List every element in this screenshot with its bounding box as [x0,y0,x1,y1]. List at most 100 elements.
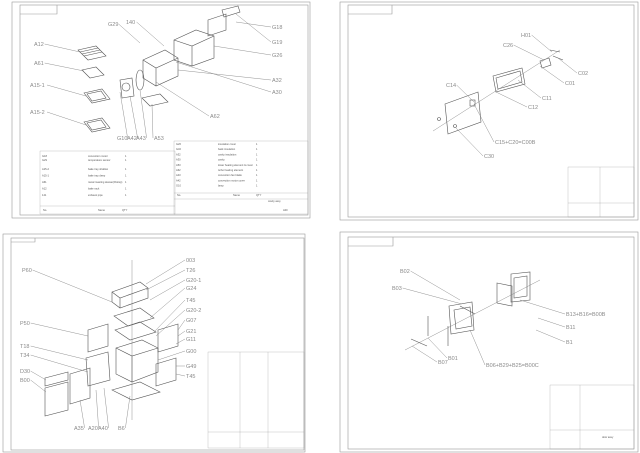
callout-b03: B03 [392,286,402,292]
callout-b1: B1 [566,340,573,346]
leader-line [30,345,89,361]
drawing-title: door assy [602,435,614,439]
callout-p50: P50 [20,321,30,327]
leader-line [539,65,565,84]
drawing-code: A00 [283,208,288,212]
callout-a32: A32 [272,78,282,84]
leader-line [455,127,484,157]
leader-line [411,345,438,363]
drawing-title: cavity assy [268,199,281,203]
bom-qty: 1 [125,167,127,171]
callout-g07: G07 [186,318,196,324]
bom-no: G10 [176,184,181,188]
leader-line [30,379,47,393]
leader-line [145,259,186,285]
leader-line [136,21,165,47]
bom-no: A15-1 [42,174,49,178]
callout-c26: C26 [503,43,513,49]
leader-line [151,103,154,139]
bom-header-name: Name [233,193,240,197]
sheet-oven-assy [2,233,306,453]
bom-name: lower heating element & cover [218,163,253,167]
leader-line [79,399,85,429]
callout-g11: G11 [186,337,196,343]
callout-c30: C30 [484,154,494,160]
bom-header-qty: QTY [256,193,262,197]
bom-qty: 1 [256,152,258,156]
callout-t45: T45 [186,374,195,380]
bom-no: G29 [42,158,47,162]
bom-qty: 1 [256,173,258,177]
control-panel-bom [567,166,635,218]
bom-no: A30 [176,158,181,162]
leader-line [145,269,186,291]
callout-a35: A35 [74,426,84,432]
callout-g49: G49 [186,364,196,370]
leader-line [531,34,553,53]
leader-line [149,279,186,301]
leader-line [155,81,210,117]
leader-line [149,287,186,319]
callout-c11: C11 [542,96,552,102]
bom-name: cavity insulation [218,152,237,156]
callout-c12: C12 [528,105,538,111]
callout-a40: A40 [98,426,108,432]
leader-line [95,389,99,429]
bom-header-no: No. [43,208,47,212]
bom-name: back insulation [218,147,236,151]
bom-name: bake tray shallow [88,167,108,171]
callout-d30: D30 [20,369,30,375]
leader-line [125,395,131,429]
callout-003: 003 [186,258,195,264]
leader-line [537,317,566,328]
callout-a61: A61 [34,61,44,67]
callout-a15-2: A15-2 [30,110,45,116]
leader-line [513,44,545,61]
leader-line [30,354,89,373]
callout-g21: G21 [186,329,196,335]
leader-line [177,330,186,337]
oven-bom [207,351,305,449]
leader-line [103,387,109,429]
leader-line [46,111,87,126]
callout-g18: G18 [272,25,282,31]
bom-qty: 1 [256,147,258,151]
callout-a12: A12 [34,42,44,48]
callout-140: 140 [126,20,135,26]
leader-line [139,89,147,139]
leader-line [402,287,463,305]
bom-qty: 1 [125,158,127,162]
bom-qty: 1 [256,168,258,172]
leader-line [30,322,89,337]
leader-line [177,319,186,331]
callout-a53: A53 [154,136,164,142]
door-parts [404,271,541,351]
callout-b00: B00 [20,378,30,384]
callout-a20: A20 [88,426,98,432]
callout-c02: C02 [578,71,588,77]
leader-line [30,370,47,381]
bom-no: A62 [176,168,181,172]
leader-line [557,57,578,74]
callout-g20-1: G20-1 [186,278,201,284]
callout-b11: B11 [566,325,575,331]
bom-name: convection fan blade [218,173,242,177]
bom-header-qty: QTY [122,208,128,212]
bom-name: convection motor cover [218,178,245,182]
callout-p60: P60 [22,268,32,274]
leader-line [175,338,186,345]
callout-t18: T18 [20,344,29,350]
callout-g26: G26 [272,53,282,59]
bom-qty: 1 [256,184,258,188]
bom-name: convection motor [88,154,108,158]
bom-name: bake tray deep [88,174,106,178]
leader-line [175,373,186,377]
bom-no: G18 [42,154,47,158]
bom-qty: 1 [125,193,127,197]
leader-line [119,91,128,139]
callout-b02: B02 [400,269,410,275]
bom-no: A12 [42,187,47,191]
leader-line [519,299,566,315]
callout-g10: G10 [117,136,127,142]
callout-a15-1: A15-1 [30,83,45,89]
